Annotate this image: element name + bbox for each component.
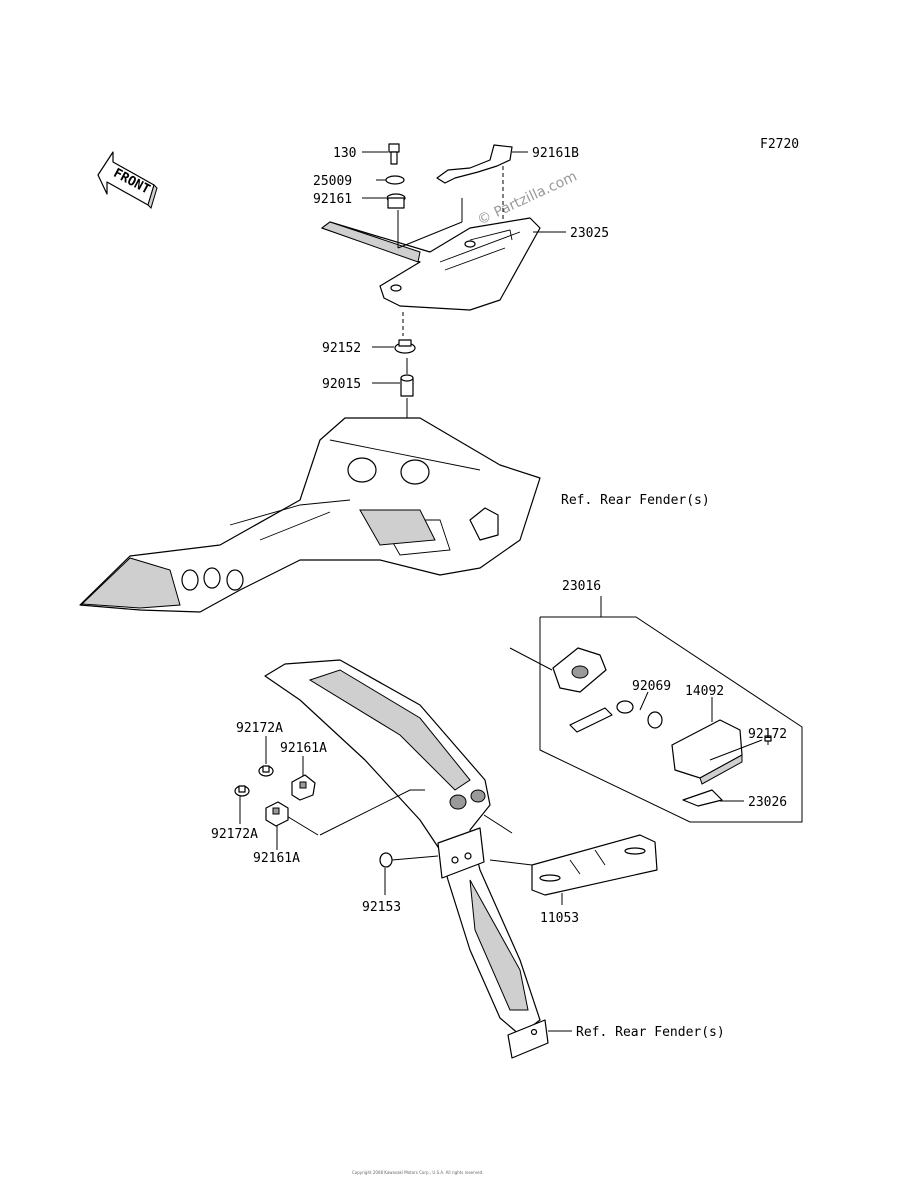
screw-92172A-top-icon [258, 765, 274, 777]
tail-light-socket-icon [509, 647, 607, 693]
nut-92152-icon [394, 339, 416, 354]
label-92153: 92153 [362, 900, 401, 915]
label-92069: 92069 [632, 679, 671, 694]
label-11053: 11053 [540, 911, 579, 926]
grommet-92161A-bottom-icon [265, 801, 289, 827]
license-plate-stay-icon [264, 659, 549, 1059]
license-bracket-11053-icon [531, 834, 658, 896]
screw-92172A-bottom-icon [234, 785, 250, 797]
label-92172A-top: 92172A [236, 721, 283, 736]
lens-14092-icon [671, 719, 743, 785]
label-92172: 92172 [748, 727, 787, 742]
guide-line-10 [489, 859, 533, 866]
label-92161A-top: 92161A [280, 741, 327, 756]
rear-fender-ref-icon [79, 417, 541, 613]
label-92161: 92161 [313, 192, 352, 207]
figure-code: F2720 [760, 137, 799, 152]
label-92015: 92015 [322, 377, 361, 392]
label-92161B: 92161B [532, 146, 579, 161]
label-130: 130 [333, 146, 356, 161]
washer-25009-icon [385, 175, 405, 185]
label-23016: 23016 [562, 579, 601, 594]
label-14092: 14092 [685, 684, 724, 699]
tail-light-group-frame [539, 596, 803, 823]
ref-rear-fender-top: Ref. Rear Fender(s) [561, 493, 710, 508]
label-92152: 92152 [322, 341, 361, 356]
leader-92069 [639, 691, 649, 711]
bolt-130-icon [388, 143, 400, 165]
label-23025: 23025 [570, 226, 609, 241]
ref-rear-fender-bottom: Ref. Rear Fender(s) [576, 1025, 725, 1040]
collar-92015-icon [400, 374, 414, 397]
label-25009: 25009 [313, 174, 352, 189]
guide-line-2 [397, 221, 463, 249]
footer-copyright: Copyright 2008 Kawasaki Motors Corp., U.… [352, 1170, 483, 1175]
seat-cowl-23025-icon [320, 217, 541, 311]
bracket-92161B-icon [436, 144, 513, 184]
bolt-92153-icon [379, 852, 439, 868]
label-92172A-bottom: 92172A [211, 827, 258, 842]
reflector-23026-icon [682, 789, 723, 807]
label-23026: 23026 [748, 795, 787, 810]
grommet-92161A-top-icon [291, 774, 316, 801]
front-arrow-icon: FRONT [97, 151, 158, 209]
guide-line-7 [319, 789, 425, 836]
guide-line-9 [483, 814, 513, 834]
label-92161A-bottom: 92161A [253, 851, 300, 866]
bulb-socket-92069-icon [569, 700, 663, 733]
grommet-92161-icon [386, 193, 406, 209]
